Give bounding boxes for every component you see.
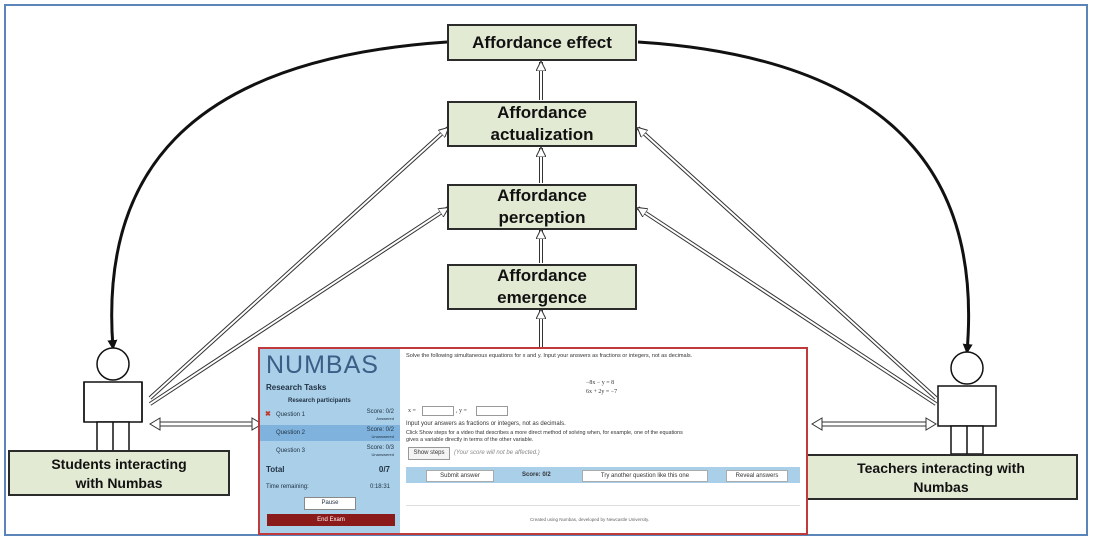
- students-label-line1: Students interacting: [51, 456, 187, 472]
- exam-subtitle: Research participants: [288, 398, 351, 404]
- total-value: 0/7: [378, 465, 390, 474]
- teachers-label: Teachers interacting with Numbas: [804, 454, 1078, 500]
- y-answer-input[interactable]: [476, 406, 508, 416]
- affordance-emergence-box: Affordance emergence: [447, 264, 637, 310]
- answer-hint: Input your answers as fractions or integ…: [406, 421, 566, 427]
- steps-text-line1: Click Show steps for a video that descri…: [406, 430, 683, 436]
- question-score: Score: 0/2: [366, 427, 394, 433]
- try-another-button[interactable]: Try another question like this one: [582, 470, 708, 482]
- exam-title: Research Tasks: [266, 383, 327, 392]
- y-label: , y =: [456, 408, 467, 414]
- submit-answer-button[interactable]: Submit answer: [426, 470, 494, 482]
- teachers-label-line2: Numbas: [913, 479, 969, 495]
- affordance-effect-box: Affordance effect: [447, 24, 637, 61]
- incorrect-icon: ✖: [265, 411, 271, 418]
- footer-credit: Created using Numbas, developed by Newca…: [530, 517, 650, 522]
- student-figure-icon: [83, 347, 143, 453]
- footer-divider: [406, 505, 800, 506]
- question-score: Score: 0/2: [366, 409, 394, 415]
- time-value: 0:18:31: [369, 484, 390, 490]
- diagram-frame: [4, 4, 1088, 536]
- actualization-line1: Affordance: [497, 103, 587, 122]
- affordance-actualization-box: Affordance actualization: [447, 101, 637, 147]
- interaction-arrows: [149, 417, 937, 431]
- effect-to-students-arrow: [107, 40, 448, 350]
- total-label: Total: [266, 465, 285, 474]
- teacher-figure-icon: [937, 351, 997, 455]
- end-exam-button[interactable]: End Exam: [267, 514, 395, 526]
- affordance-perception-box: Affordance perception: [447, 184, 637, 230]
- question-status: Answered: [376, 416, 394, 421]
- perception-line1: Affordance: [497, 186, 587, 205]
- pause-button[interactable]: Pause: [304, 497, 356, 510]
- question-status: Unanswered: [371, 434, 394, 439]
- reveal-answers-button[interactable]: Reveal answers: [726, 470, 788, 482]
- teachers-label-line1: Teachers interacting with: [857, 460, 1025, 476]
- question-status: Unanswered: [371, 452, 394, 457]
- affordance-effect-label: Affordance effect: [472, 32, 612, 52]
- students-label: Students interacting with Numbas: [8, 450, 230, 496]
- students-label-line2: with Numbas: [75, 475, 163, 491]
- question-name: Question 3: [276, 448, 306, 454]
- steps-text-line2: gives a variable directly in terms of th…: [406, 437, 534, 443]
- x-label: x =: [408, 408, 416, 414]
- perception-line2: perception: [498, 208, 586, 227]
- question-score-display: Score: 0/2: [522, 472, 551, 478]
- question-score: Score: 0/3: [366, 445, 394, 451]
- question-row-1[interactable]: ✖ Question 1 Score: 0/2 Answered: [260, 407, 400, 423]
- question-prompt: Solve the following simultaneous equatio…: [406, 353, 693, 359]
- numbas-logo: NUMBAS: [266, 351, 379, 379]
- question-name: Question 2: [276, 430, 306, 436]
- effect-to-teachers-arrow: [637, 40, 973, 354]
- emergence-line2: emergence: [497, 288, 587, 307]
- question-row-2[interactable]: Question 2 Score: 0/2 Unanswered: [260, 425, 400, 441]
- numbas-question-pane: Solve the following simultaneous equatio…: [400, 349, 806, 533]
- equation-2: 6x + 2y = −7: [586, 389, 618, 395]
- emergence-line1: Affordance: [497, 266, 587, 285]
- x-answer-input[interactable]: [422, 406, 454, 416]
- question-action-bar: Submit answer Score: 0/2 Try another que…: [406, 467, 800, 483]
- diagonal-arrows: [148, 126, 938, 406]
- steps-note: (Your score will not be affected.): [454, 450, 540, 456]
- numbas-sidebar: NUMBAS Research Tasks Research participa…: [260, 349, 400, 533]
- time-label: Time remaining:: [266, 484, 309, 490]
- question-name: Question 1: [276, 412, 306, 418]
- show-steps-button[interactable]: Show steps: [408, 447, 450, 460]
- question-row-3[interactable]: Question 3 Score: 0/3 Unanswered: [260, 443, 400, 459]
- numbas-screenshot: NUMBAS Research Tasks Research participa…: [258, 347, 808, 535]
- equation-1: −8x − y = 8: [586, 380, 615, 386]
- actualization-line2: actualization: [490, 125, 594, 144]
